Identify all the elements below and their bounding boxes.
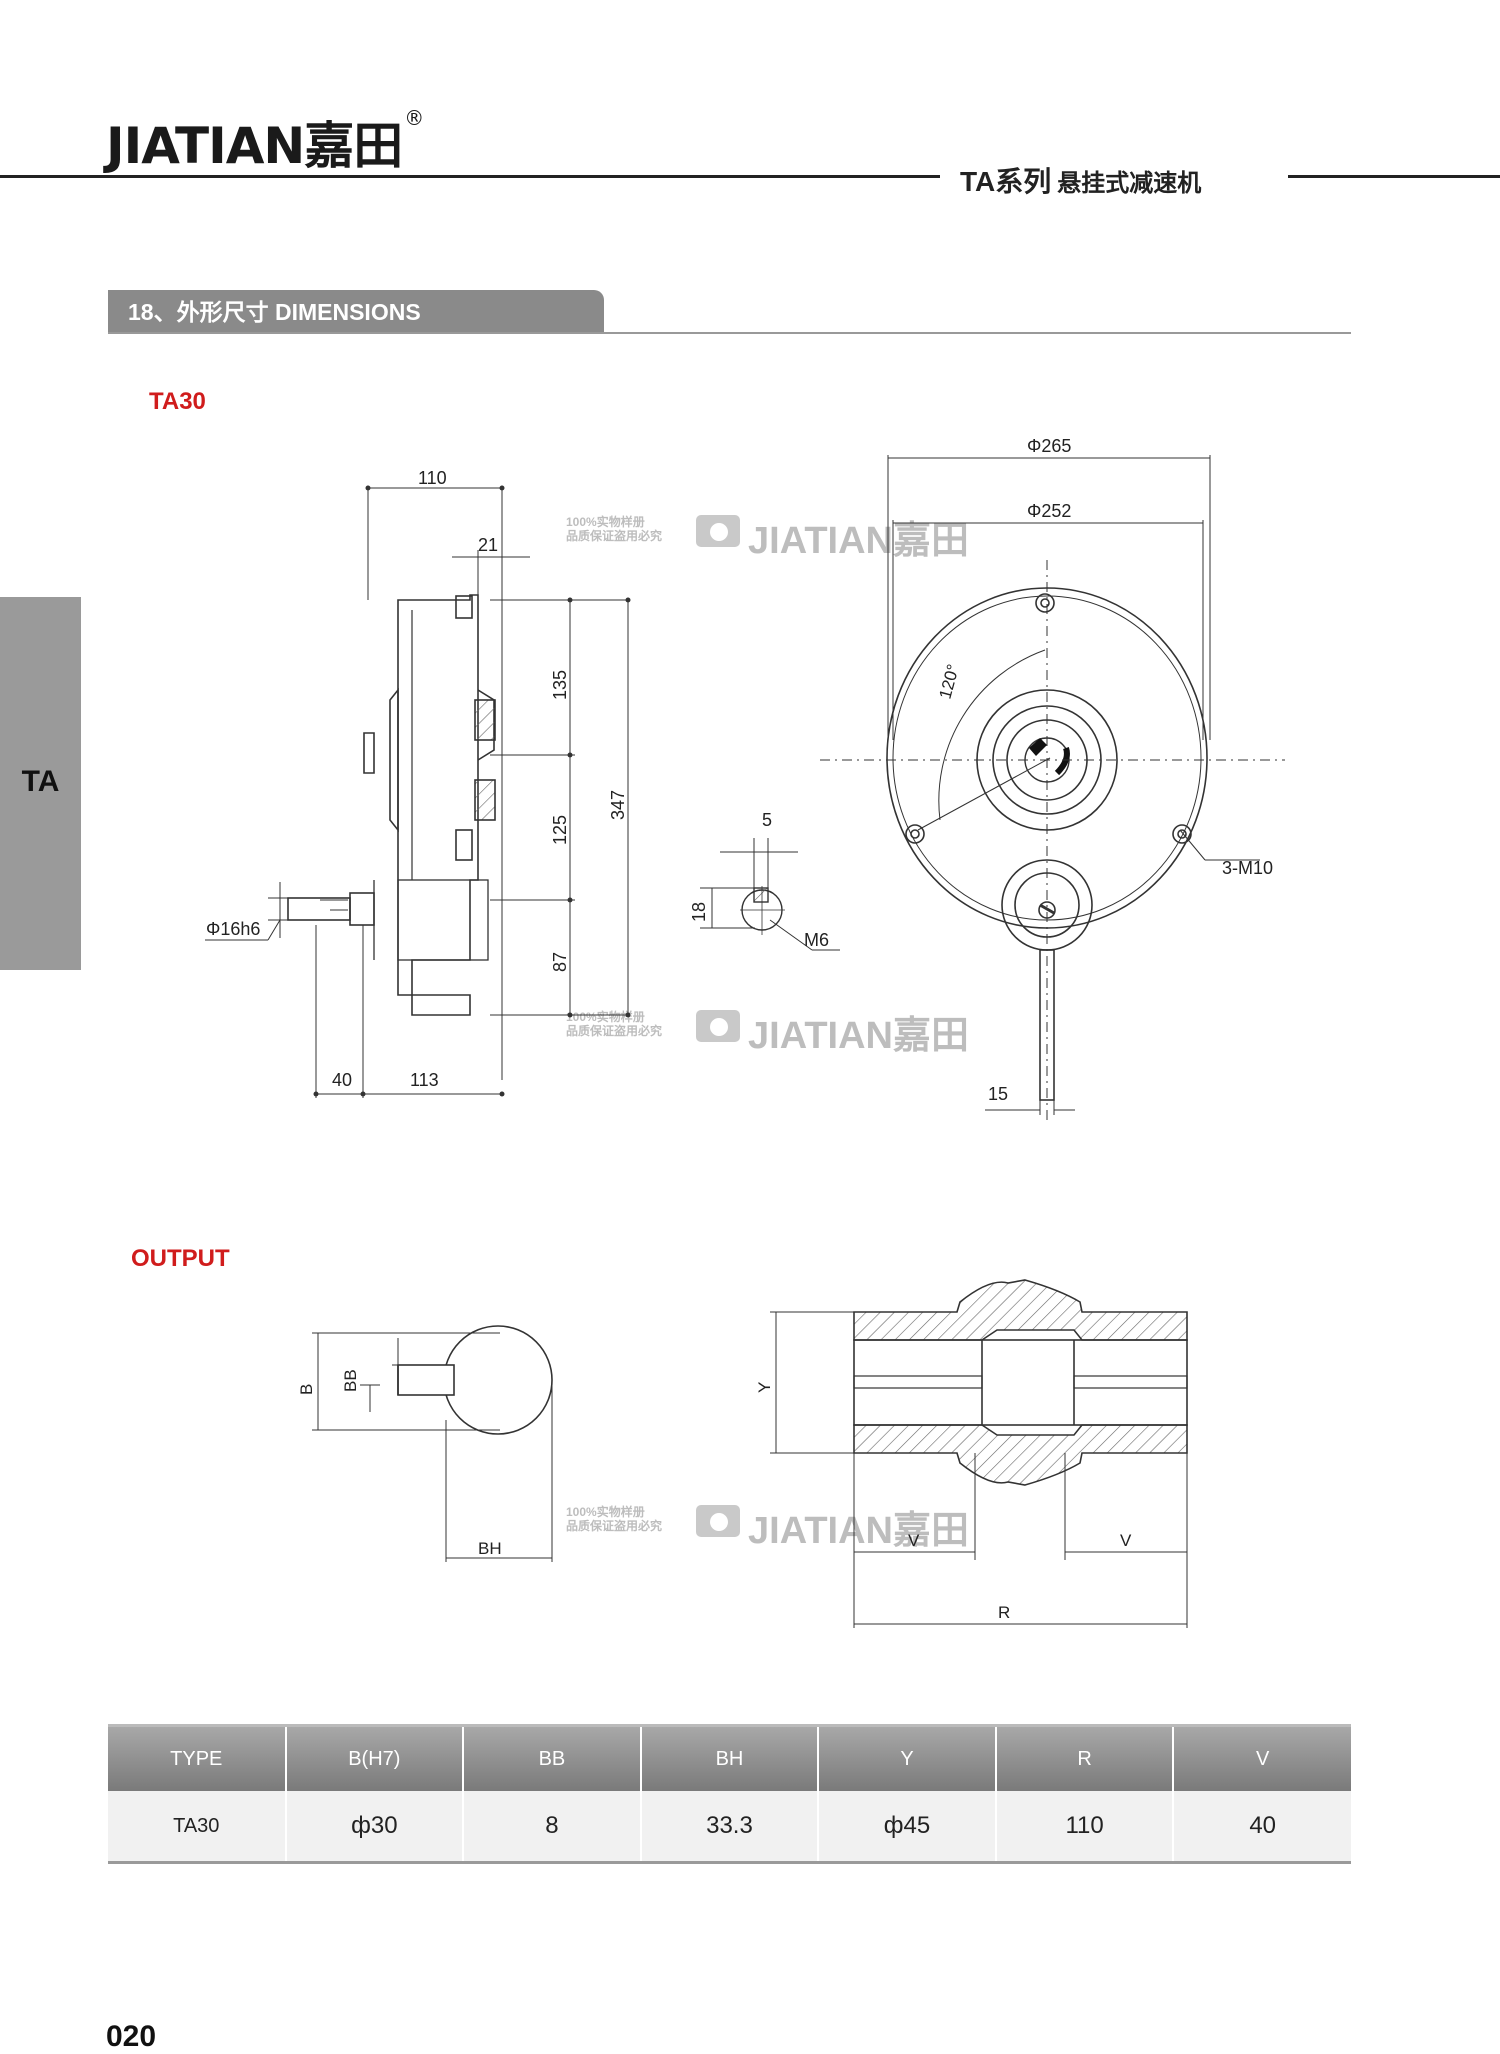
dim-m6: M6 — [804, 930, 829, 950]
output-label: OUTPUT — [131, 1245, 230, 1272]
side-view — [205, 485, 631, 1098]
dim-B: B — [297, 1384, 316, 1395]
camera-icon — [696, 1505, 740, 1537]
registered-mark: ® — [404, 106, 424, 130]
camera-icon — [696, 515, 740, 547]
watermark-line2: 品质保证盗用必究 — [566, 1024, 663, 1038]
table-cell: 33.3 — [640, 1791, 820, 1864]
table-cell: TA30 — [108, 1791, 287, 1864]
dim-holes: 3-M10 — [1222, 858, 1273, 878]
side-tab: TA — [0, 597, 81, 970]
dim-BH: BH — [478, 1539, 502, 1558]
technical-drawing: 110 21 135 125 87 347 Φ16h6 40 113 5 18 … — [205, 436, 1285, 1628]
dim-BB: BB — [341, 1369, 360, 1392]
table-header-row: TYPE B(H7) BB BH Y R V — [108, 1727, 1351, 1791]
dim-V-right: V — [1120, 1531, 1132, 1550]
watermark-line1: 100%实物样册 — [566, 1505, 645, 1519]
header-rule-left — [0, 175, 940, 178]
output-end-view — [312, 1325, 553, 1562]
col-header: BH — [640, 1727, 820, 1791]
dim-110: 110 — [418, 468, 447, 488]
watermark-big: JIATIAN嘉田 — [748, 520, 969, 562]
dim-V-left: V — [908, 1531, 920, 1550]
dim-135: 135 — [550, 670, 570, 700]
page-number: 020 — [106, 2020, 157, 2053]
dim-5: 5 — [762, 810, 772, 830]
watermark-line2: 品质保证盗用必究 — [566, 1519, 663, 1533]
dim-113: 113 — [410, 1070, 439, 1090]
col-header: B(H7) — [285, 1727, 465, 1791]
dim-21: 21 — [478, 535, 498, 555]
front-view — [820, 455, 1285, 1120]
col-header: TYPE — [108, 1727, 287, 1791]
section-rule — [108, 332, 1351, 334]
dim-Y: Y — [755, 1382, 774, 1393]
brand-logo: JIATIAN嘉田® — [106, 106, 424, 178]
dim-347: 347 — [608, 790, 628, 820]
col-header: V — [1173, 1727, 1351, 1791]
dim-40: 40 — [332, 1070, 352, 1090]
dim-125: 125 — [550, 815, 570, 845]
dim-18: 18 — [689, 902, 709, 922]
watermark-big: JIATIAN嘉田 — [748, 1015, 969, 1057]
table-cell: ф30 — [285, 1791, 465, 1864]
table-top-bar — [108, 1724, 1351, 1727]
side-tab-label: TA — [21, 765, 60, 798]
table-row: TA30 ф30 8 33.3 ф45 110 40 — [108, 1791, 1351, 1864]
model-label: TA30 — [149, 388, 206, 415]
col-header: Y — [818, 1727, 997, 1791]
series-name: TA系列 — [960, 166, 1052, 197]
header-rule-right — [1288, 175, 1500, 178]
watermark-small: 100%实物样册品质保证盗用必究 — [566, 1010, 696, 1038]
dim-d265: Φ265 — [1027, 436, 1071, 456]
watermark-line1: 100%实物样册 — [566, 515, 645, 529]
dim-shaft: Φ16h6 — [206, 919, 260, 939]
dimension-table: TYPE B(H7) BB BH Y R V TA30 ф30 8 33.3 ф… — [108, 1727, 1351, 1864]
camera-icon — [696, 1010, 740, 1042]
dim-R: R — [998, 1603, 1010, 1622]
output-section-view — [770, 1279, 1188, 1628]
section-heading: 18、外形尺寸 DIMENSIONS — [108, 290, 604, 332]
dim-87: 87 — [550, 952, 570, 972]
watermark-small: 100%实物样册品质保证盗用必究 — [566, 515, 696, 543]
table-cell: 110 — [995, 1791, 1175, 1864]
table-cell: ф45 — [818, 1791, 997, 1864]
col-header: BB — [463, 1727, 642, 1791]
series-title: TA系列悬挂式减速机 — [960, 160, 1201, 200]
series-subtitle: 悬挂式减速机 — [1057, 170, 1202, 197]
table-cell: 8 — [463, 1791, 642, 1864]
watermark-line2: 品质保证盗用必究 — [566, 529, 663, 543]
key-detail — [700, 838, 840, 951]
watermark-big: JIATIAN嘉田 — [748, 1510, 969, 1552]
dim-d252: Φ252 — [1027, 501, 1071, 521]
col-header: R — [995, 1727, 1175, 1791]
dim-arm: 15 — [988, 1084, 1008, 1104]
watermark-small: 100%实物样册品质保证盗用必究 — [566, 1505, 696, 1533]
brand-name: JIATIAN嘉田 — [106, 117, 403, 175]
table-cell: 40 — [1173, 1791, 1351, 1864]
dim-angle: 120° — [936, 662, 963, 701]
watermark-line1: 100%实物样册 — [566, 1010, 645, 1024]
